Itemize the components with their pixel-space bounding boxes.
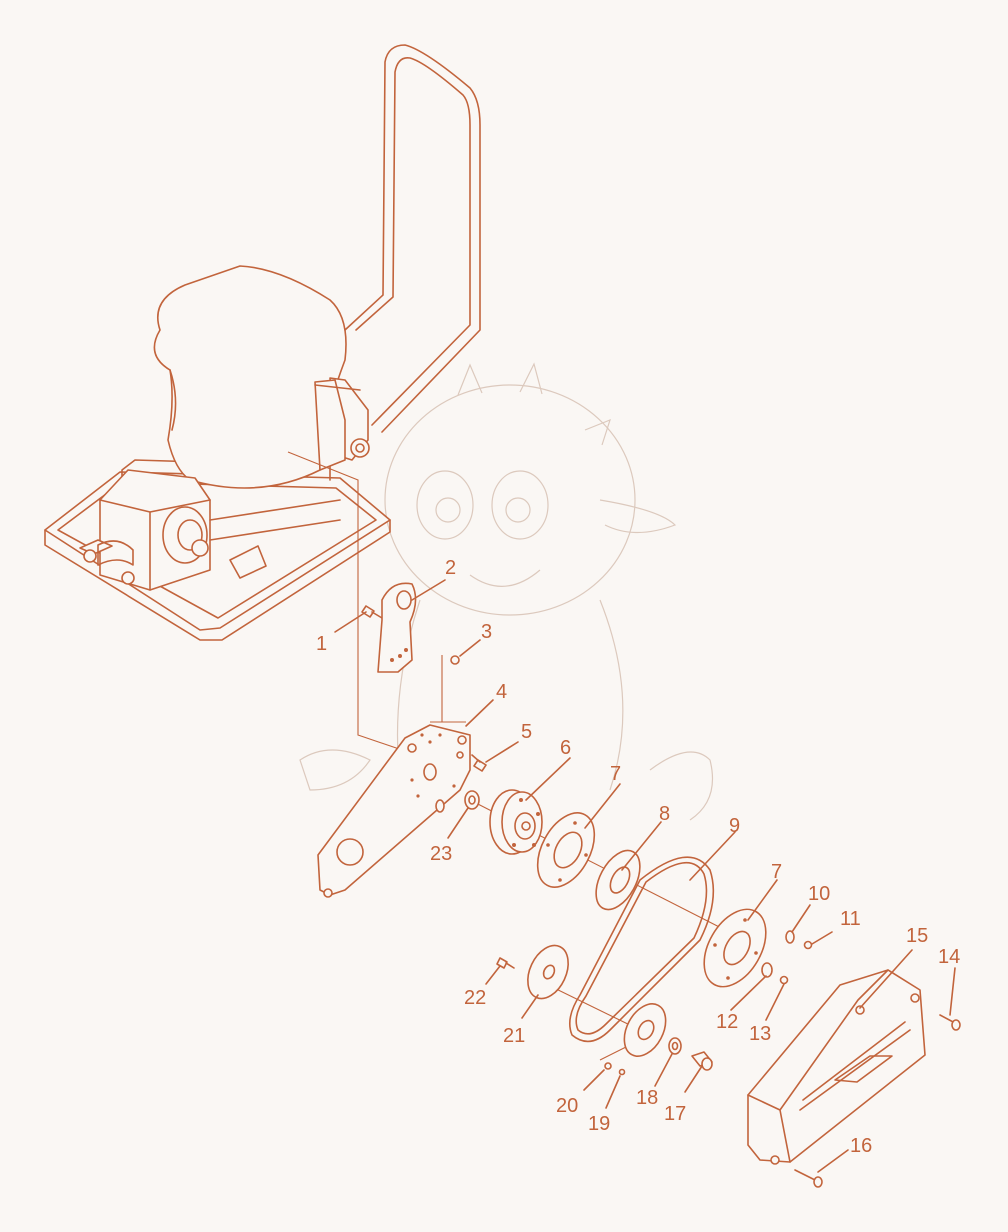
part-bracket-2	[377, 582, 417, 673]
callout-12: 12	[716, 1011, 738, 1033]
callout-23: 23	[430, 843, 452, 865]
part-bolt-5	[471, 754, 487, 772]
part-pulley-7b	[703, 908, 767, 988]
callout-19: 19	[588, 1113, 610, 1135]
callout-labels: 1 2 3 4 5 6 7 8 9 7 10 11 12 13 14 15 16…	[316, 557, 960, 1157]
callout-2: 2	[445, 557, 456, 579]
part-washer-10	[785, 930, 795, 944]
callout-22: 22	[464, 987, 486, 1009]
part-belt-9	[569, 856, 715, 1043]
part-bolt-22	[496, 957, 515, 969]
engine	[153, 265, 347, 489]
part-bolt-16	[794, 1169, 823, 1188]
part-key-20	[604, 1062, 612, 1070]
callout-17: 17	[664, 1103, 686, 1125]
part-bolt-14	[939, 1014, 961, 1031]
part-nut-3	[450, 655, 460, 665]
callout-7a: 7	[610, 763, 621, 785]
handle-bar	[314, 44, 481, 471]
callout-6: 6	[560, 737, 571, 759]
part-washer-12	[761, 962, 773, 978]
callout-14: 14	[938, 946, 960, 968]
part-bearing-23	[464, 790, 480, 810]
part-pulley-7a	[536, 812, 596, 888]
part-plate-8	[595, 849, 641, 911]
callout-16: 16	[850, 1135, 872, 1157]
callout-4: 4	[496, 681, 507, 703]
callout-5: 5	[521, 721, 532, 743]
part-nut-11	[803, 940, 813, 950]
callout-8: 8	[659, 803, 670, 825]
callout-leaders	[334, 579, 956, 1173]
part-mounting-plate-4	[317, 724, 471, 898]
part-nut-13	[779, 975, 789, 985]
callout-15: 15	[906, 925, 928, 947]
callout-9: 9	[729, 815, 740, 837]
callout-21: 21	[503, 1025, 525, 1047]
callout-7b: 7	[771, 861, 782, 883]
callout-13: 13	[749, 1023, 771, 1045]
callout-3: 3	[481, 621, 492, 643]
callout-1: 1	[316, 633, 327, 655]
part-washer-18	[668, 1037, 682, 1055]
part-belt-guard-15	[747, 969, 926, 1165]
callout-20: 20	[556, 1095, 578, 1117]
part-bolt-17	[691, 1051, 713, 1071]
part-clutch-6	[489, 789, 543, 855]
exciter-housing	[79, 469, 341, 591]
part-lower-pulley	[623, 1003, 667, 1057]
callout-18: 18	[636, 1087, 658, 1109]
callout-11: 11	[840, 908, 861, 930]
callout-10: 10	[808, 883, 830, 905]
assembly-lines	[287, 451, 736, 1061]
part-pin-19	[618, 1068, 626, 1076]
part-bolt-1	[361, 605, 383, 619]
